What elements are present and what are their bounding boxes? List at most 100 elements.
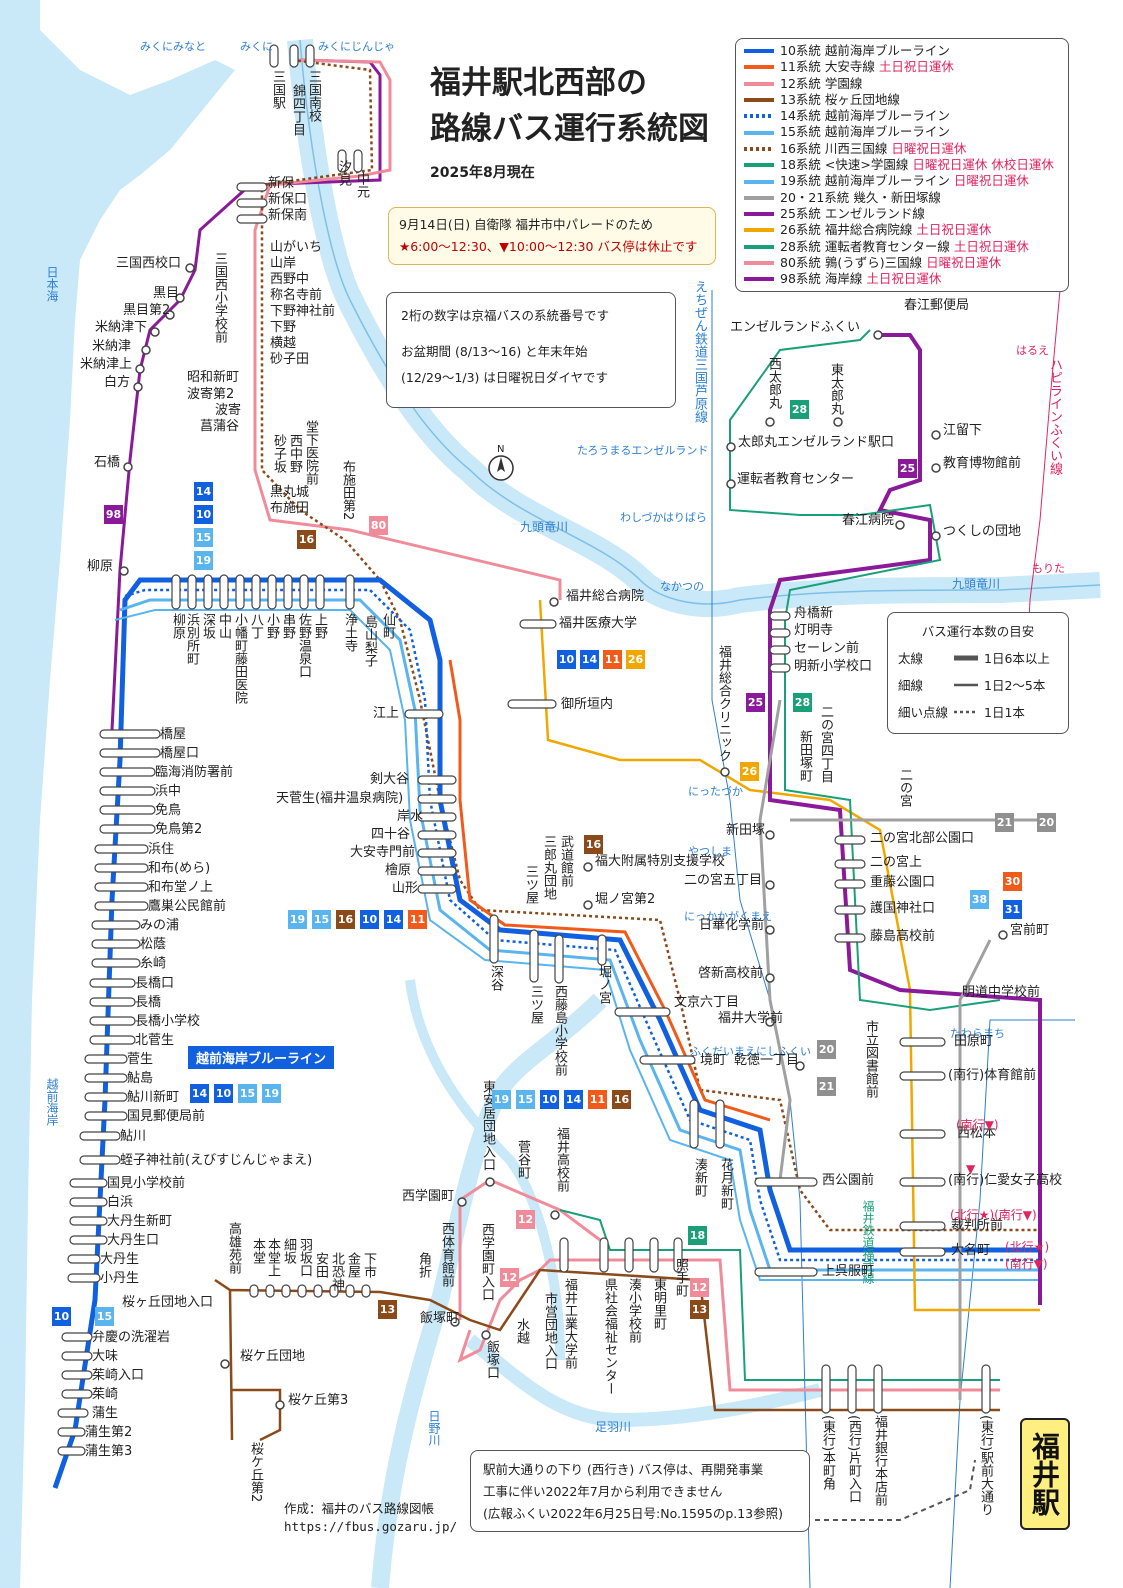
bus-stop-label: 下野神社前 bbox=[270, 304, 336, 319]
legend-route-number: 26系統 bbox=[780, 222, 821, 238]
bus-stop-label-vertical: 本堂上 bbox=[265, 1238, 280, 1277]
bus-stop-label-vertical: 深谷 bbox=[488, 965, 503, 991]
legend-route-number: 98系統 bbox=[780, 271, 821, 287]
compass-arrow-icon bbox=[497, 457, 505, 472]
legend-route-name: 桜ヶ丘団地線 bbox=[824, 91, 900, 107]
bus-stop-label: 黒目 bbox=[153, 286, 180, 301]
bus-stop-label-vertical: 北恐神 bbox=[329, 1252, 344, 1291]
bus-stop-label: 国見小学校前 bbox=[107, 1176, 186, 1191]
bus-stop-label-vertical: 小幡町藤田医院 bbox=[232, 613, 247, 704]
route-number-badge: 15 bbox=[516, 1090, 535, 1109]
route-number-badge: 16 bbox=[584, 835, 603, 854]
bus-stop-label: 江上 bbox=[373, 706, 400, 721]
bus-stop-label: 田原町 bbox=[954, 1034, 994, 1049]
dotted-line-icon bbox=[954, 710, 978, 713]
bus-stop-label-vertical: 布施田第2 bbox=[340, 460, 355, 521]
bus-stop-label: 和布堂ノ上 bbox=[148, 880, 214, 895]
bus-stop-label: 大丹生口 bbox=[107, 1233, 160, 1248]
bus-stop-label: 蒲生第3 bbox=[85, 1444, 133, 1459]
bus-stop-label: 鮎川 bbox=[120, 1129, 147, 1144]
bus-stop-label-vertical: 小野 bbox=[264, 613, 279, 639]
legend-route-name: 越前海岸ブルーライン bbox=[824, 173, 950, 189]
construction-line1: 駅前大通りの下り (西行き) バス停は、再開発事業 bbox=[483, 1462, 764, 1477]
asuwa-river bbox=[465, 1334, 822, 1428]
legend-swatch bbox=[744, 146, 774, 151]
thick-line-icon bbox=[954, 655, 978, 660]
bus-stop-label: 西学園町 bbox=[402, 1189, 455, 1204]
bus-stop-label-vertical: 本堂 bbox=[250, 1238, 265, 1264]
bus-stop-label: 四十谷 bbox=[371, 827, 411, 842]
freq-title: バス運行本数の目安 bbox=[921, 624, 1035, 639]
route-number-badge: 26 bbox=[626, 650, 645, 669]
info-line3: (12/29～1/3) は日曜祝日ダイヤです bbox=[401, 370, 608, 385]
bus-stop-label: 米納津 bbox=[92, 339, 132, 354]
bus-stop-label: 上呉服町 bbox=[822, 1264, 875, 1279]
bus-stop-label: 福井総合病院 bbox=[566, 589, 645, 604]
river-branch bbox=[405, 979, 565, 1361]
bus-stop-label: 灯明寺 bbox=[794, 623, 834, 638]
bus-stop-label-vertical: 羽坂口 bbox=[297, 1238, 312, 1277]
bus-stop-label: 春江郵便局 bbox=[904, 298, 970, 313]
suspension-mark: (南行▼) bbox=[1005, 1257, 1048, 1271]
bus-stop-label-vertical: (東行)本町角 bbox=[820, 1415, 835, 1491]
bus-stop-label-vertical: 八丁 bbox=[248, 613, 263, 639]
bus-stop-label: 米納津下 bbox=[95, 320, 148, 335]
construction-line2: 工事に伴い2022年7月から利用できません bbox=[483, 1484, 723, 1499]
rail-station-mikuni: みくに bbox=[240, 40, 273, 53]
bus-stop-label: 西野中 bbox=[270, 272, 310, 287]
route-20-21-line bbox=[758, 699, 1040, 1400]
bus-stop-label: 護国神社口 bbox=[870, 901, 936, 916]
route-number-badge: 15 bbox=[95, 1307, 114, 1326]
river-label-kuzuryu: 九頭竜川 bbox=[520, 520, 569, 534]
bus-stop-label: 茱崎入口 bbox=[92, 1368, 145, 1383]
bus-stop-label: 境町 bbox=[700, 1053, 727, 1068]
legend-swatch bbox=[744, 65, 774, 70]
route-number-badge: 13 bbox=[378, 1300, 397, 1319]
bus-stop-label: 国見郵便局前 bbox=[127, 1109, 206, 1124]
bus-stop-label: 宮前町 bbox=[1010, 923, 1050, 938]
legend-holiday-note: 日曜祝日運休 bbox=[953, 173, 1029, 189]
bus-stop-label-vertical: 福井総合クリニック bbox=[716, 645, 731, 762]
bus-stop-label: 糸崎 bbox=[140, 956, 167, 971]
route-number-badge: 12 bbox=[500, 1268, 519, 1287]
bus-stop-label: 弁慶の洗濯岩 bbox=[92, 1330, 171, 1345]
bus-stop-label: 乾徳一丁目 bbox=[734, 1053, 800, 1068]
bus-stop-label: 布施田 bbox=[270, 501, 310, 516]
bus-stop-label: 茱崎 bbox=[92, 1387, 119, 1402]
bus-stop-label: 山形 bbox=[392, 881, 419, 896]
rail-station-nikkakagakumae: にっかかがくまえ bbox=[684, 910, 772, 923]
legend-route-number: 25系統 bbox=[780, 205, 821, 221]
bus-stop-label: 二の宮北部公園口 bbox=[870, 831, 975, 846]
bus-stop-label: 檜原 bbox=[385, 863, 412, 878]
route-number-badge: 21 bbox=[817, 1077, 836, 1096]
bus-stop-label: 北菅生 bbox=[135, 1033, 175, 1048]
route-number-badge: 11 bbox=[408, 910, 427, 929]
legend-route-name: 越前海岸ブルーライン bbox=[824, 108, 950, 124]
bus-stop-label: 蛭子神社前(えびすじんじゃまえ) bbox=[120, 1153, 313, 1168]
bus-stop-label-vertical: 上野 bbox=[312, 613, 327, 639]
bus-stop-label: 松蔭 bbox=[140, 937, 167, 952]
info-line2: お盆期間 (8/13～16) と年末年始 bbox=[401, 344, 588, 359]
bus-stop-label-vertical: 照手町 bbox=[673, 1258, 688, 1297]
legend-route-number: 14系統 bbox=[780, 108, 821, 124]
legend-route-number: 80系統 bbox=[780, 254, 821, 270]
legend-route-number: 11系統 bbox=[780, 59, 821, 75]
legend-row: 12系統学園線 bbox=[744, 76, 1060, 92]
bus-stop-label: 西松本 bbox=[957, 1126, 997, 1141]
blue-line-label: 越前海岸ブルーライン bbox=[188, 1046, 335, 1069]
fukui-station-label: 福井駅 bbox=[1020, 1418, 1070, 1530]
bus-stop-label: 波寄 bbox=[215, 403, 242, 418]
bus-stop-label: 運転者教育センター bbox=[737, 472, 855, 487]
route-number-badge: 14 bbox=[190, 1084, 209, 1103]
walk-to-station-line bbox=[815, 1459, 976, 1521]
rail-station-yashima: やつしま bbox=[688, 845, 732, 858]
route-number-badge: 14 bbox=[194, 482, 213, 501]
bus-stop-label: 明道中学校前 bbox=[962, 985, 1041, 1000]
bus-stop-label-vertical: 三国駅 bbox=[270, 70, 285, 109]
bus-stop-label: 剣大谷 bbox=[370, 772, 410, 787]
bus-stop-label-vertical: 三ツ屋 bbox=[523, 865, 538, 904]
legend-row: 11系統大安寺線土日祝日運休 bbox=[744, 59, 1060, 75]
bus-stop-label-vertical: 武道館前 bbox=[558, 835, 573, 887]
bus-stop-label: 重藤公園口 bbox=[870, 875, 936, 890]
